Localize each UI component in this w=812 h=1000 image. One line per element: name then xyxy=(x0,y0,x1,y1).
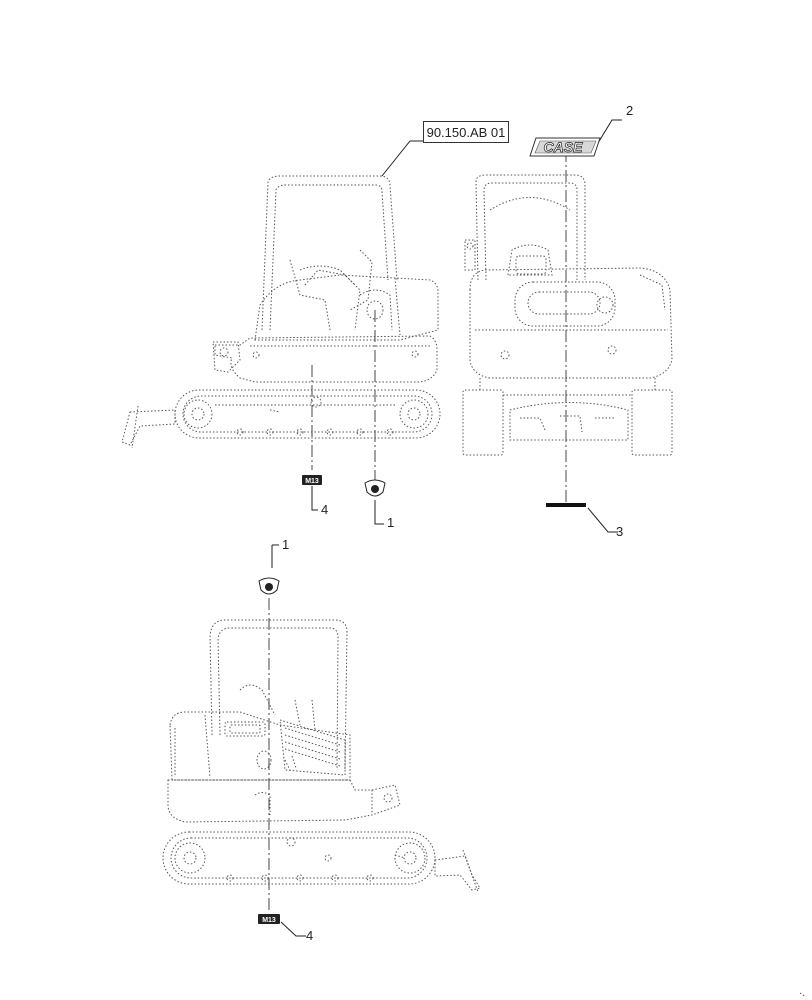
model-badge-text: M13 xyxy=(305,478,319,485)
callout-2: 2 xyxy=(626,103,634,118)
callout-4-top: 4 xyxy=(321,502,329,517)
model-badge-text-bottom: M13 xyxy=(262,917,276,924)
stripe-decal-icon xyxy=(546,503,586,507)
excavator-side-view-left xyxy=(121,140,441,480)
round-decal-icon-bottom xyxy=(258,577,280,595)
callout-3: 3 xyxy=(616,524,624,539)
round-decal-icon xyxy=(364,479,386,497)
model-badge-icon-bottom: M13 xyxy=(258,914,280,924)
excavator-rear-view xyxy=(462,119,673,533)
case-logo-text: CASE xyxy=(544,139,584,155)
excavator-side-view-right xyxy=(162,598,481,910)
callout-1-top: 1 xyxy=(387,515,395,530)
model-badge-icon: M13 xyxy=(302,475,322,485)
case-logo-decal-icon: CASE xyxy=(529,137,601,157)
callout-1-bottom: 1 xyxy=(282,537,290,552)
callout-4-bottom: 4 xyxy=(306,928,314,943)
reference-link-90-150-ab-01[interactable]: 90.150.AB 01 xyxy=(423,121,509,143)
reference-label: 90.150.AB 01 xyxy=(426,124,506,140)
